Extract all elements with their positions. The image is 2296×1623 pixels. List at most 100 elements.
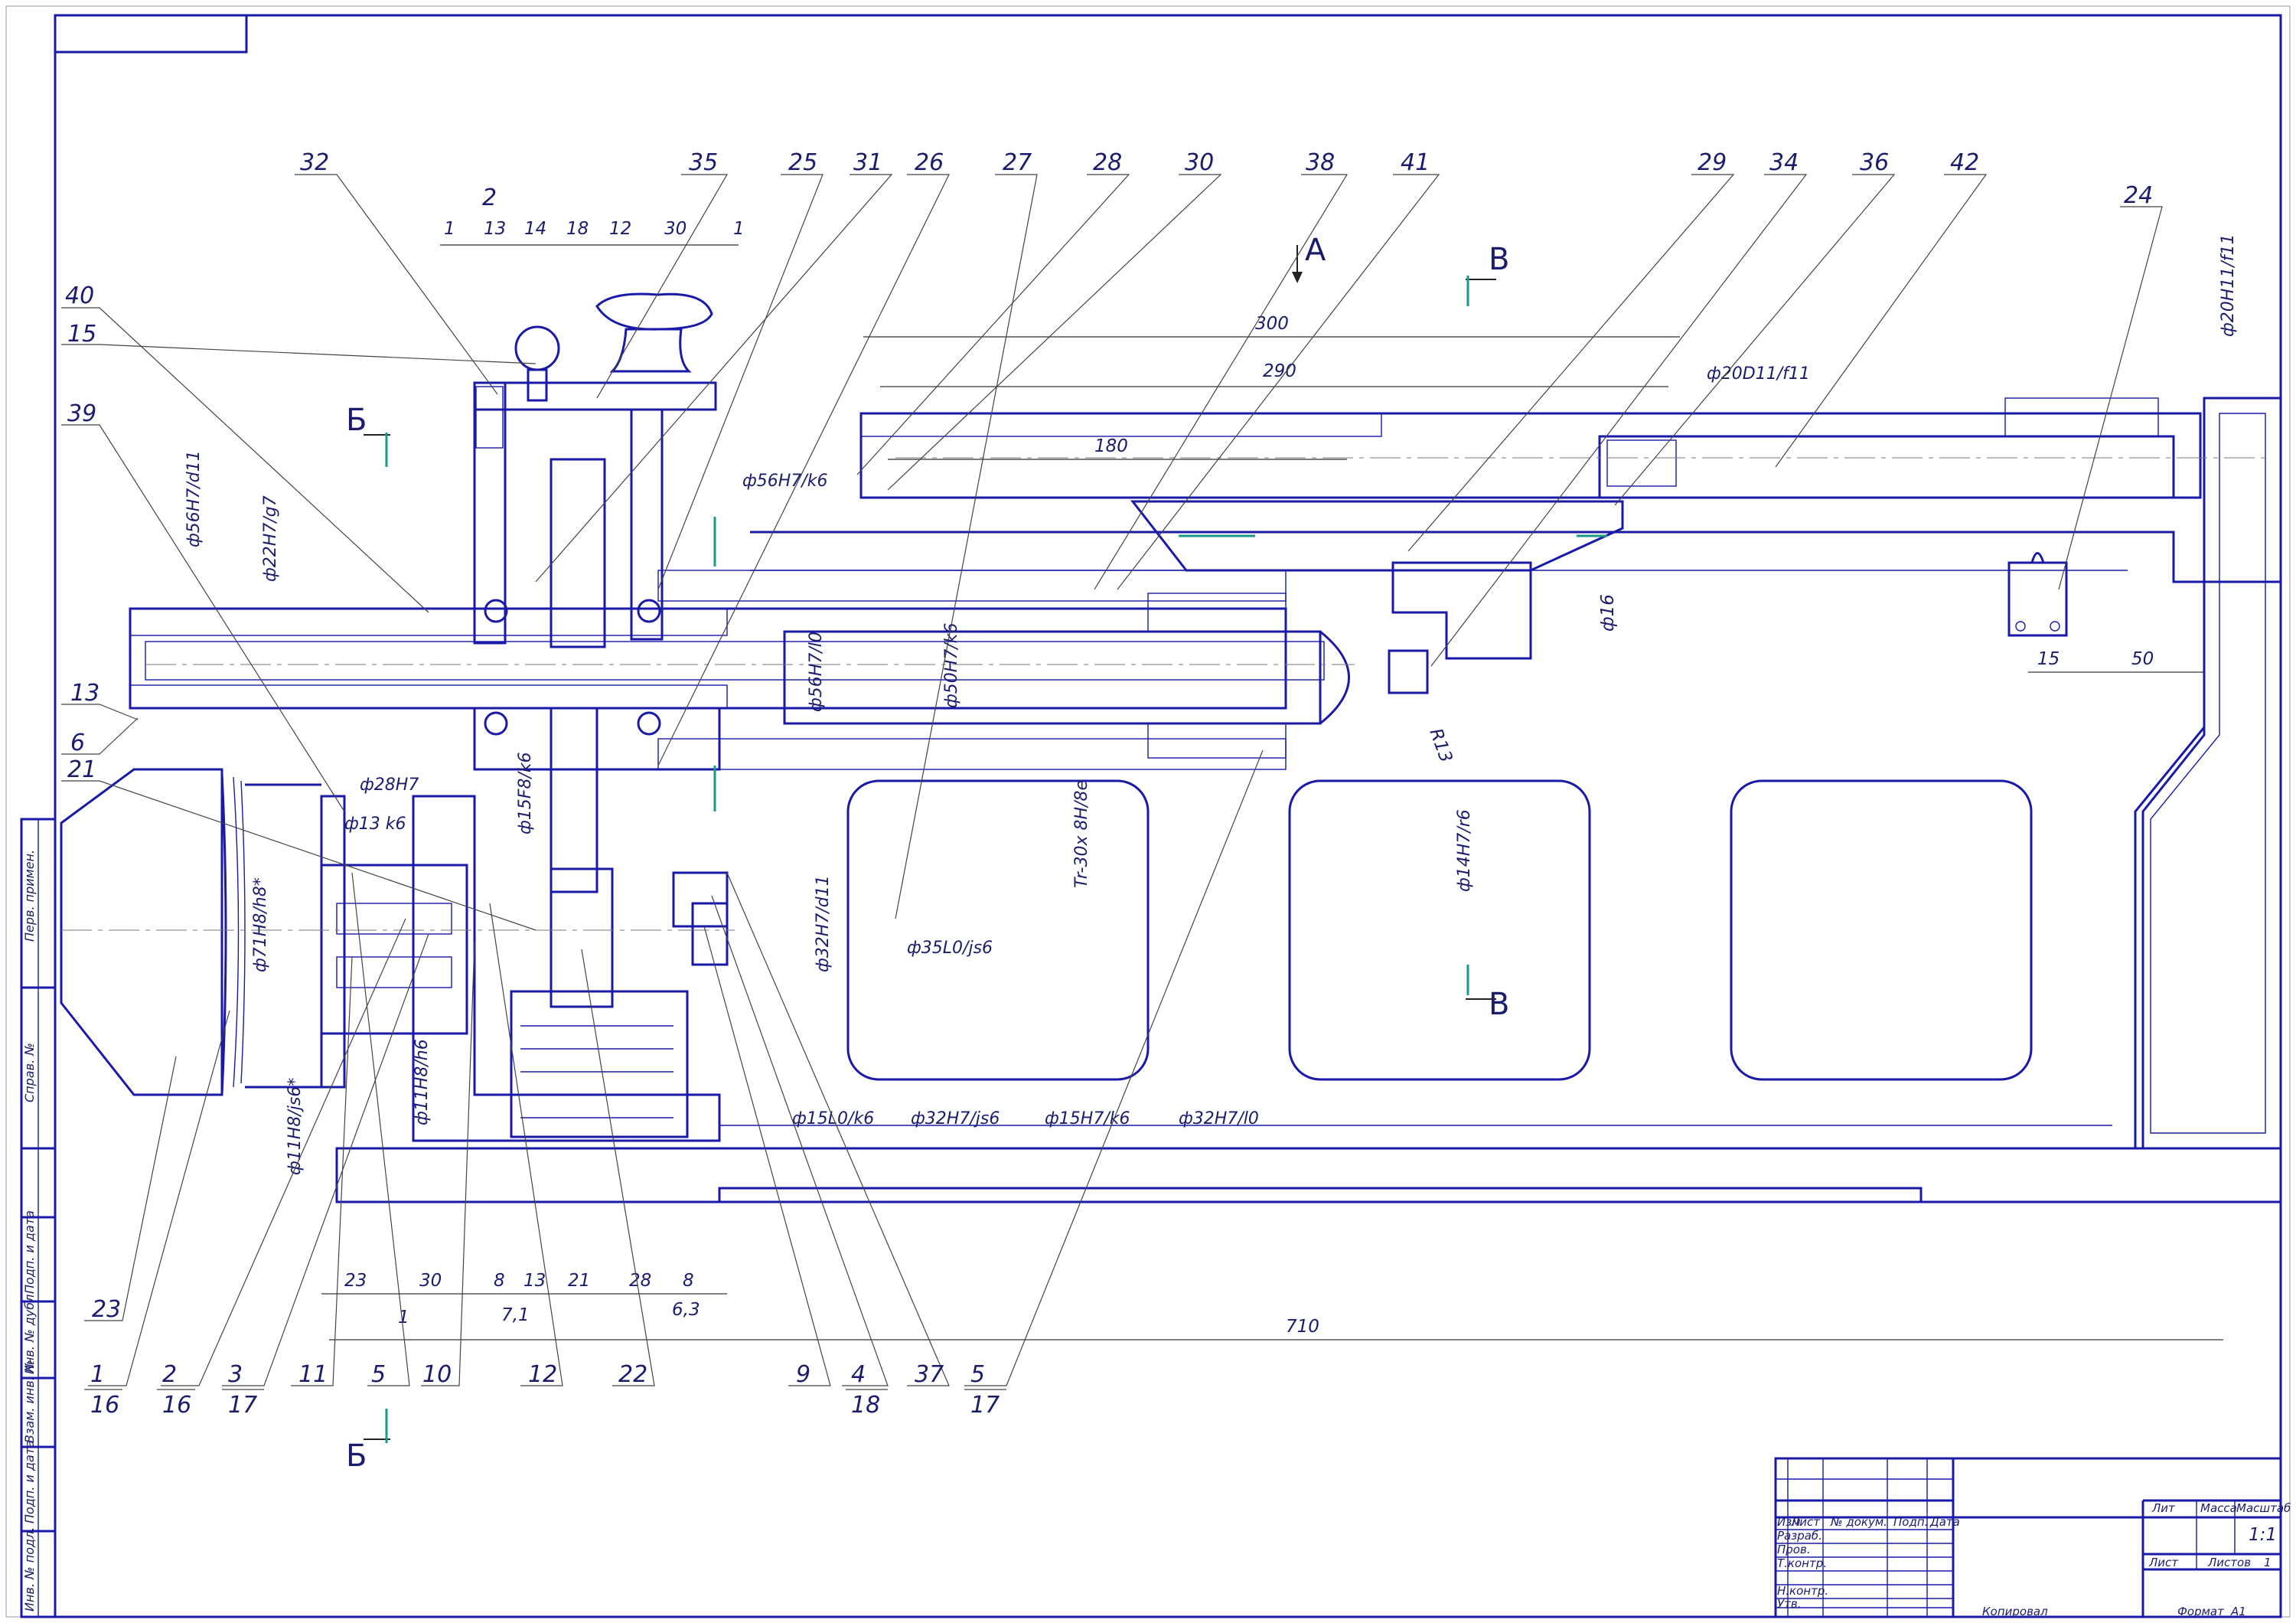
part-17a: 17: [228, 1392, 257, 1419]
dim-290: 290: [1263, 361, 1296, 381]
part-4: 4: [851, 1361, 866, 1388]
part-numbers: 32 35 25 31 26 27 28 30 38 41 29 34 36 4…: [65, 149, 2153, 1419]
dim-top-14: 14: [524, 219, 546, 239]
dim-bot-30: 30: [419, 1271, 442, 1291]
tb-prov: Пров.: [1777, 1543, 1811, 1556]
part-26: 26: [915, 149, 944, 176]
part-5a: 5: [371, 1361, 386, 1388]
tb-nkontr: Н.контр.: [1777, 1584, 1828, 1598]
dim-1-bot: 1: [398, 1308, 409, 1327]
fit-thread: Tr-30х 8H/8e: [1072, 780, 1091, 888]
part-29: 29: [1698, 149, 1727, 176]
tb-scale: Масштаб: [2236, 1501, 2291, 1515]
dim-300: 300: [1255, 314, 1289, 334]
dim-bot-28: 28: [629, 1271, 651, 1291]
part-2: 2: [162, 1361, 177, 1388]
stamp-inv-podl: Инв. № подл.: [22, 1527, 37, 1612]
stamp-podp-data-2: Подп. и дата: [22, 1440, 37, 1523]
part-40: 40: [65, 282, 94, 309]
part-21: 21: [67, 756, 96, 783]
part-42: 42: [1950, 149, 1979, 176]
stamp-sprav: Справ. №: [22, 1043, 37, 1102]
fit-71: ф71H8/h8*: [251, 877, 270, 972]
part-1: 1: [90, 1361, 105, 1388]
housing-base: [335, 397, 2282, 1203]
accent-marks: [713, 517, 1607, 812]
part-31: 31: [853, 149, 882, 176]
fit-22-g7: ф22H7/g7: [261, 495, 280, 582]
part-10: 10: [422, 1361, 452, 1388]
part-41: 41: [1401, 149, 1430, 176]
gearbox: [473, 292, 721, 893]
part-38: 38: [1306, 149, 1335, 176]
fit-14-r6: ф14H7/r6: [1455, 809, 1474, 892]
part-5b: 5: [970, 1361, 985, 1388]
tb-mass: Масса: [2200, 1501, 2237, 1515]
section-v-bottom: В: [1489, 987, 1509, 1022]
fit-32-l0: ф32H7/l0: [1179, 1109, 1259, 1128]
leader-lines: [61, 174, 2163, 1386]
part-15: 15: [67, 321, 96, 348]
tb-sheets: Листов: [2207, 1556, 2251, 1569]
side-stamp: Перв. примен. Справ. № Подп. и дата Инв.…: [20, 818, 57, 1618]
dim-top-1b: 1: [733, 219, 745, 239]
dim-d16: ф16: [1598, 594, 1618, 632]
stamp-vzam-inv: Взам. инв. №: [22, 1360, 37, 1443]
part-28: 28: [1093, 149, 1122, 176]
part-23: 23: [92, 1296, 121, 1323]
fit-32-d11: ф32H7/d11: [814, 875, 833, 972]
dim-top-12: 12: [609, 219, 631, 239]
title-block: Изм Лист № докум. Подп. Дата Разраб. Про…: [1774, 1457, 2291, 1618]
tb-copied: Копировал: [1982, 1605, 2048, 1618]
part-6: 6: [70, 730, 85, 756]
tb-tkontr: Т.контр.: [1777, 1556, 1827, 1570]
part-24: 24: [2124, 182, 2153, 209]
part-37: 37: [915, 1361, 944, 1388]
part-16a: 16: [90, 1392, 119, 1419]
dim-top-13: 13: [484, 219, 506, 239]
dim-bot-13: 13: [523, 1271, 546, 1291]
dim-15: 15: [2037, 649, 2060, 669]
tb-format-value: A1: [2230, 1605, 2246, 1618]
part-13: 13: [70, 680, 99, 707]
tb-date: Дата: [1929, 1515, 1960, 1529]
section-marks: А Б Б В В: [346, 233, 1509, 1474]
centre-lines: [61, 457, 2265, 931]
fit-15h7: ф15H7/k6: [1045, 1109, 1130, 1128]
fit-56-l0: ф56H7/l0: [807, 632, 826, 712]
support-24: [2007, 552, 2068, 637]
part-9: 9: [796, 1361, 810, 1388]
tb-list: Лист: [1790, 1515, 1821, 1529]
dim-bot-21: 21: [568, 1271, 590, 1291]
part-11: 11: [298, 1361, 328, 1388]
section-b-top: Б: [346, 403, 367, 438]
fit-13: ф13 k6: [344, 815, 406, 834]
fit-15f8: ф15F8/k6: [516, 752, 535, 834]
part-12: 12: [528, 1361, 557, 1388]
part-39: 39: [67, 400, 96, 427]
dim-top-30: 30: [664, 219, 687, 239]
dim-7-1: 7,1: [501, 1305, 530, 1325]
tb-lit: Лит: [2151, 1501, 2176, 1515]
tb-sheets-value: 1: [2264, 1556, 2272, 1569]
fit-28: ф28H7: [360, 776, 419, 795]
tb-format: Формат: [2177, 1605, 2225, 1618]
fit-32-js6: ф32H7/js6: [911, 1109, 1000, 1128]
part-17b: 17: [970, 1392, 1000, 1419]
fit-56-d11: ф56H7/d11: [184, 450, 204, 547]
part-18: 18: [851, 1392, 880, 1419]
fit-11-h6: ф11H8/h6: [413, 1039, 432, 1125]
tb-doc: № докум.: [1830, 1515, 1887, 1529]
tb-sign: Подп.: [1893, 1515, 1928, 1529]
dim-50: 50: [2131, 649, 2154, 669]
tb-izm: Изм: [1777, 1515, 1801, 1529]
stamp-podp-data-1: Подп. и дата: [22, 1210, 37, 1294]
stamp-perv-primen: Перв. примен.: [22, 850, 37, 942]
part-27: 27: [1003, 149, 1032, 176]
section-v-top: В: [1489, 242, 1509, 277]
part-35: 35: [689, 149, 718, 176]
fit-labels: ф56H7/d11 ф22H7/g7 ф56H7/k6 ф20D11/f11 ф…: [184, 234, 2238, 1176]
motor: [60, 768, 346, 1096]
fit-11-js6: ф11H8/js6*: [285, 1078, 305, 1175]
